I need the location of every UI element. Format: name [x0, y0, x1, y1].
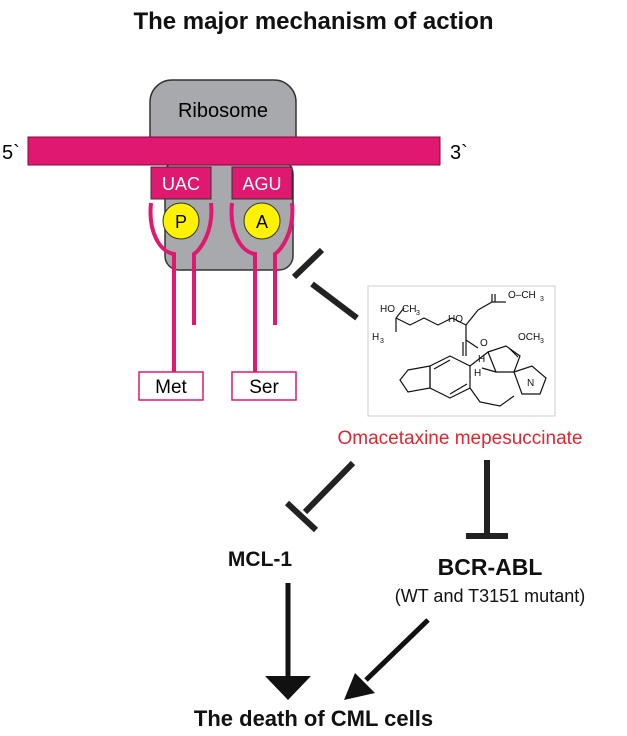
- amino-acid-ser-box: [231, 371, 297, 401]
- label-o-ester: O: [480, 338, 488, 349]
- label-h3c-sub: 3: [380, 338, 384, 345]
- drug-name: Omacetaxine mepesuccinate: [337, 428, 583, 449]
- label-h-1: H: [478, 354, 485, 365]
- arrow-mcl1-to-death: [265, 583, 311, 700]
- anticodon-p-label: UAC: [162, 174, 200, 194]
- label-h3c: H: [372, 332, 379, 343]
- target-mcl1: MCL-1: [227, 548, 293, 571]
- inhibition-ribosome: [291, 247, 359, 321]
- label-och3-sub: 3: [540, 338, 544, 345]
- label-o-ch3: O–CH: [508, 290, 536, 301]
- label-ho-1: HO: [380, 304, 395, 315]
- ribosome-label: Ribosome: [178, 100, 268, 122]
- trna-p: P: [148, 202, 214, 372]
- label-h-2: H: [474, 368, 481, 379]
- mrna-strand: [27, 136, 441, 166]
- mrna-5-prime-label: 5`: [2, 142, 20, 164]
- omacetaxine-structure: [395, 294, 547, 407]
- label-ch3-top-sub: 3: [416, 310, 420, 317]
- site-p-label: P: [175, 212, 187, 232]
- inhibition-bcr-abl: [466, 460, 508, 539]
- anticodon-a-box: [231, 166, 293, 200]
- label-o-ch3-sub: 3: [540, 296, 544, 303]
- site-a-label: A: [256, 212, 268, 232]
- anticodon-a-label: AGU: [242, 174, 281, 194]
- diagram-title: The major mechanism of action: [133, 8, 494, 35]
- inhibition-mcl1: [284, 460, 356, 533]
- amino-acid-met-label: Met: [155, 377, 187, 398]
- target-bcr-abl-subtitle: (WT and T3151 mutant): [394, 586, 586, 606]
- outcome-label: The death of CML cells: [193, 706, 434, 731]
- arrow-bcr-to-death: [344, 618, 430, 700]
- amino-acid-met-box: [138, 371, 204, 401]
- structure-labels: HO CH 3 H 3 HO O–CH 3 OCH 3 O H H N: [372, 290, 544, 389]
- label-och3: OCH: [518, 332, 540, 343]
- mrna-3-prime-label: 3`: [450, 142, 468, 164]
- amino-acid-ser-label: Ser: [249, 377, 279, 398]
- structure-frame: [367, 285, 556, 417]
- label-ho-2: HO: [448, 314, 463, 325]
- target-bcr-abl: BCR-ABL: [437, 554, 543, 580]
- label-n: N: [527, 378, 534, 389]
- anticodon-p-box: [150, 166, 212, 200]
- label-ch3-top: CH: [402, 304, 416, 315]
- trna-a: A: [229, 202, 295, 372]
